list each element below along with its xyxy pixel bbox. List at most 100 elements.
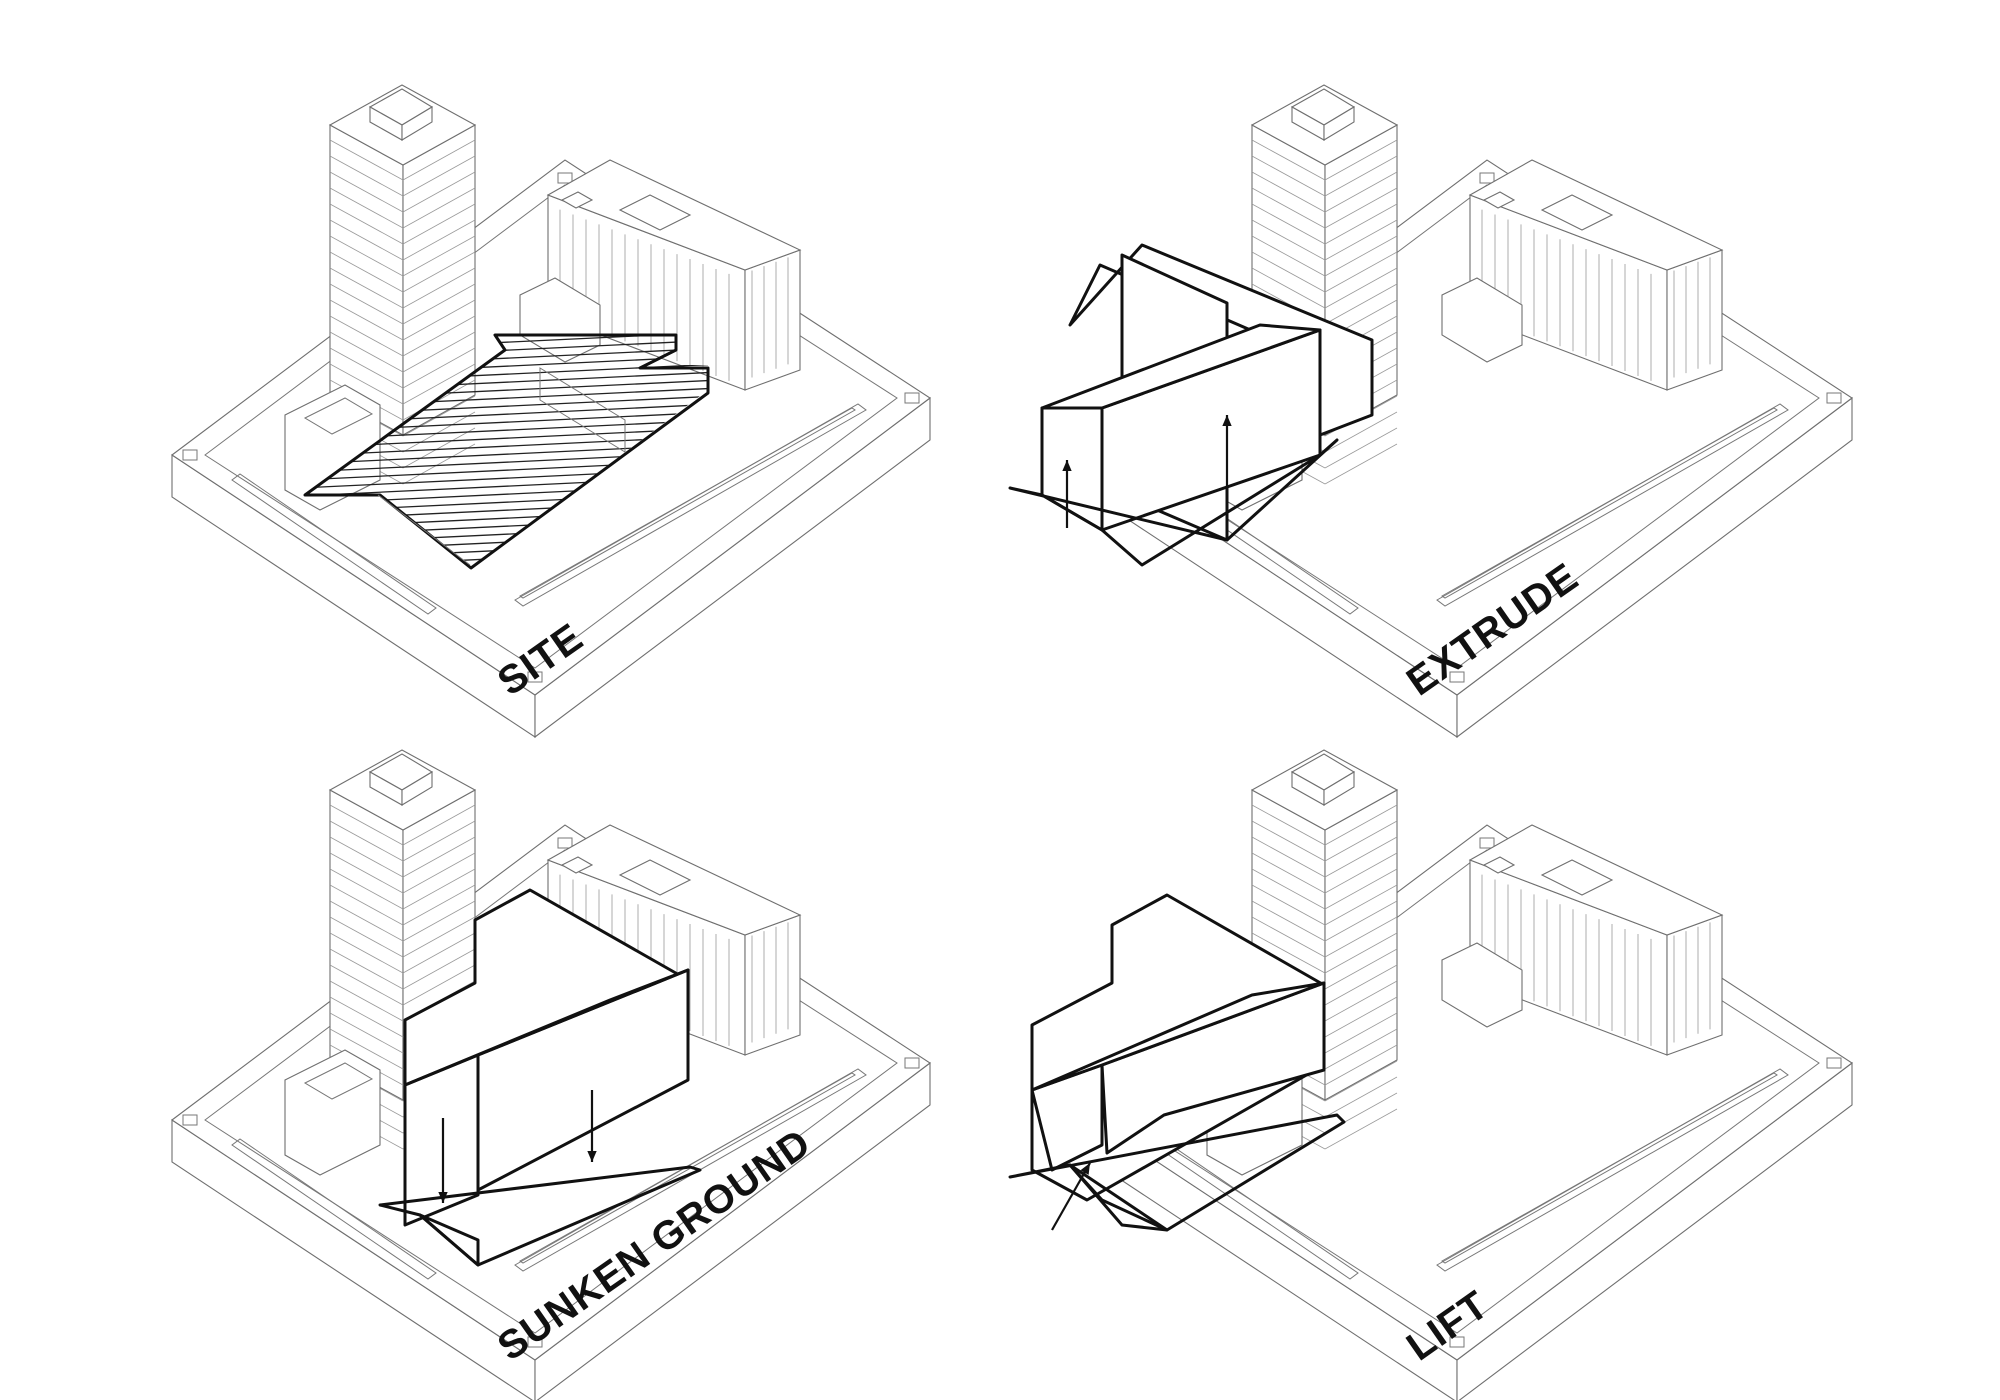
- tower-floor-line: [402, 171, 476, 213]
- tower-floor-line: [402, 331, 476, 373]
- tower-floor-line: [1324, 1076, 1398, 1118]
- tower-floor-line: [329, 964, 404, 1006]
- tower-floor-line: [329, 804, 404, 846]
- site-hatch-line: [300, 84, 720, 104]
- tower-floor-line: [329, 1012, 404, 1054]
- tower-floor-line: [329, 235, 404, 277]
- extrude-arrow-right-head: [1222, 415, 1232, 427]
- tower-floor-line: [1251, 187, 1326, 229]
- tower-floor-line: [1324, 1012, 1398, 1054]
- tower-floor-line: [1251, 203, 1326, 245]
- tower-floor-line: [329, 836, 404, 878]
- tower-floor-line: [1251, 804, 1326, 846]
- tower-rooftop-side: [1323, 771, 1355, 806]
- tower-floor-line: [1324, 948, 1398, 990]
- tower-floor-line: [1324, 836, 1398, 878]
- tower-floor-line: [1324, 139, 1398, 181]
- site-hatch-line: [300, 20, 720, 40]
- tower-floor-line: [1324, 171, 1398, 213]
- annex: [1441, 942, 1523, 1028]
- plinth-corner: [1479, 172, 1495, 184]
- tower-floor-line: [1324, 411, 1398, 453]
- tower-floor-line: [1251, 820, 1326, 862]
- tower-floor-line: [329, 347, 404, 389]
- plinth-corner: [904, 1057, 920, 1069]
- tower-floor-line: [1324, 1044, 1398, 1086]
- site-hatch-line: [300, 0, 720, 8]
- tower-floor-line: [1324, 235, 1398, 277]
- lift-ramp: [1068, 1163, 1169, 1232]
- tower-floor-line: [402, 427, 476, 469]
- tower-floor-line: [1324, 219, 1398, 261]
- site-hatch-line: [300, 748, 720, 768]
- site-hatch-line: [300, 732, 720, 752]
- planter-right-inner: [519, 407, 856, 599]
- tower-floor-line: [329, 155, 404, 197]
- site-hatch-line: [300, 44, 720, 64]
- tower-rooftop-side: [1323, 106, 1355, 141]
- tower-floor-line: [1251, 155, 1326, 197]
- tower-floor-line: [1324, 155, 1398, 197]
- tower-floor-line: [402, 884, 476, 926]
- plinth-corner: [182, 1114, 198, 1126]
- plinth-corner: [182, 449, 198, 461]
- tower-floor-line: [329, 315, 404, 357]
- tower-floor-line: [1324, 251, 1398, 293]
- plinth-corner: [1479, 837, 1495, 849]
- tower-floor-line: [402, 900, 476, 942]
- tower-floor-line: [402, 299, 476, 341]
- site-ghost-block: [539, 367, 626, 453]
- tower-floor-line: [402, 916, 476, 958]
- block-rooftop-hatch: [560, 191, 594, 209]
- tower-floor-line: [402, 948, 476, 990]
- tower-floor-line: [402, 820, 476, 862]
- tower-floor-line: [1324, 804, 1398, 846]
- site-edge: [377, 494, 471, 566]
- tower-right-face: [402, 124, 476, 436]
- block-right-face: [744, 249, 801, 391]
- tower-floor-line: [1324, 932, 1398, 974]
- tower-floor-line: [1324, 900, 1398, 942]
- site-hatch-line: [300, 28, 720, 48]
- tower-right-face: [1324, 789, 1398, 1101]
- plinth-corner: [1826, 1057, 1842, 1069]
- tower-floor-line: [1251, 852, 1326, 894]
- site-hatch-line: [300, 76, 720, 96]
- tower-floor-line: [329, 916, 404, 958]
- tower-floor-line: [1324, 820, 1398, 862]
- tower-floor-line: [1251, 219, 1326, 261]
- block-rooftop-box: [1540, 194, 1614, 231]
- tower-floor-line: [329, 900, 404, 942]
- tower-floor-line: [1324, 916, 1398, 958]
- site-hatch-line: [300, 724, 720, 744]
- plinth-corner: [557, 837, 573, 849]
- tower-floor-line: [1324, 852, 1398, 894]
- tower-floor-line: [1251, 235, 1326, 277]
- lift-mass-top: [1030, 981, 1326, 1092]
- block-right-face: [744, 914, 801, 1056]
- tower-floor-line: [402, 203, 476, 245]
- tower-floor-line: [402, 395, 476, 437]
- tower-floor-line: [1324, 443, 1398, 485]
- tower-floor-line: [1251, 868, 1326, 910]
- tower-floor-line: [402, 852, 476, 894]
- site-hatch-line: [300, 740, 720, 760]
- sunken-arrow-right-head: [587, 1150, 597, 1162]
- block-rooftop-hatch: [560, 856, 594, 874]
- annex: [1441, 277, 1523, 363]
- block-right-face: [1666, 249, 1723, 391]
- tower-floor-line: [402, 235, 476, 277]
- tower-floor-line: [1324, 427, 1398, 469]
- tower-floor-line: [1324, 996, 1398, 1038]
- tower-floor-line: [329, 820, 404, 862]
- planter-right-inner: [1441, 1072, 1778, 1264]
- tower-floor-line: [329, 299, 404, 341]
- tower-floor-line: [329, 1028, 404, 1070]
- tower-floor-line: [1324, 283, 1398, 325]
- tower-floor-line: [402, 363, 476, 405]
- plinth-corner: [527, 671, 543, 683]
- tower-floor-line: [329, 868, 404, 910]
- panel-site: SITE: [171, 0, 931, 768]
- tower-floor-line: [329, 219, 404, 261]
